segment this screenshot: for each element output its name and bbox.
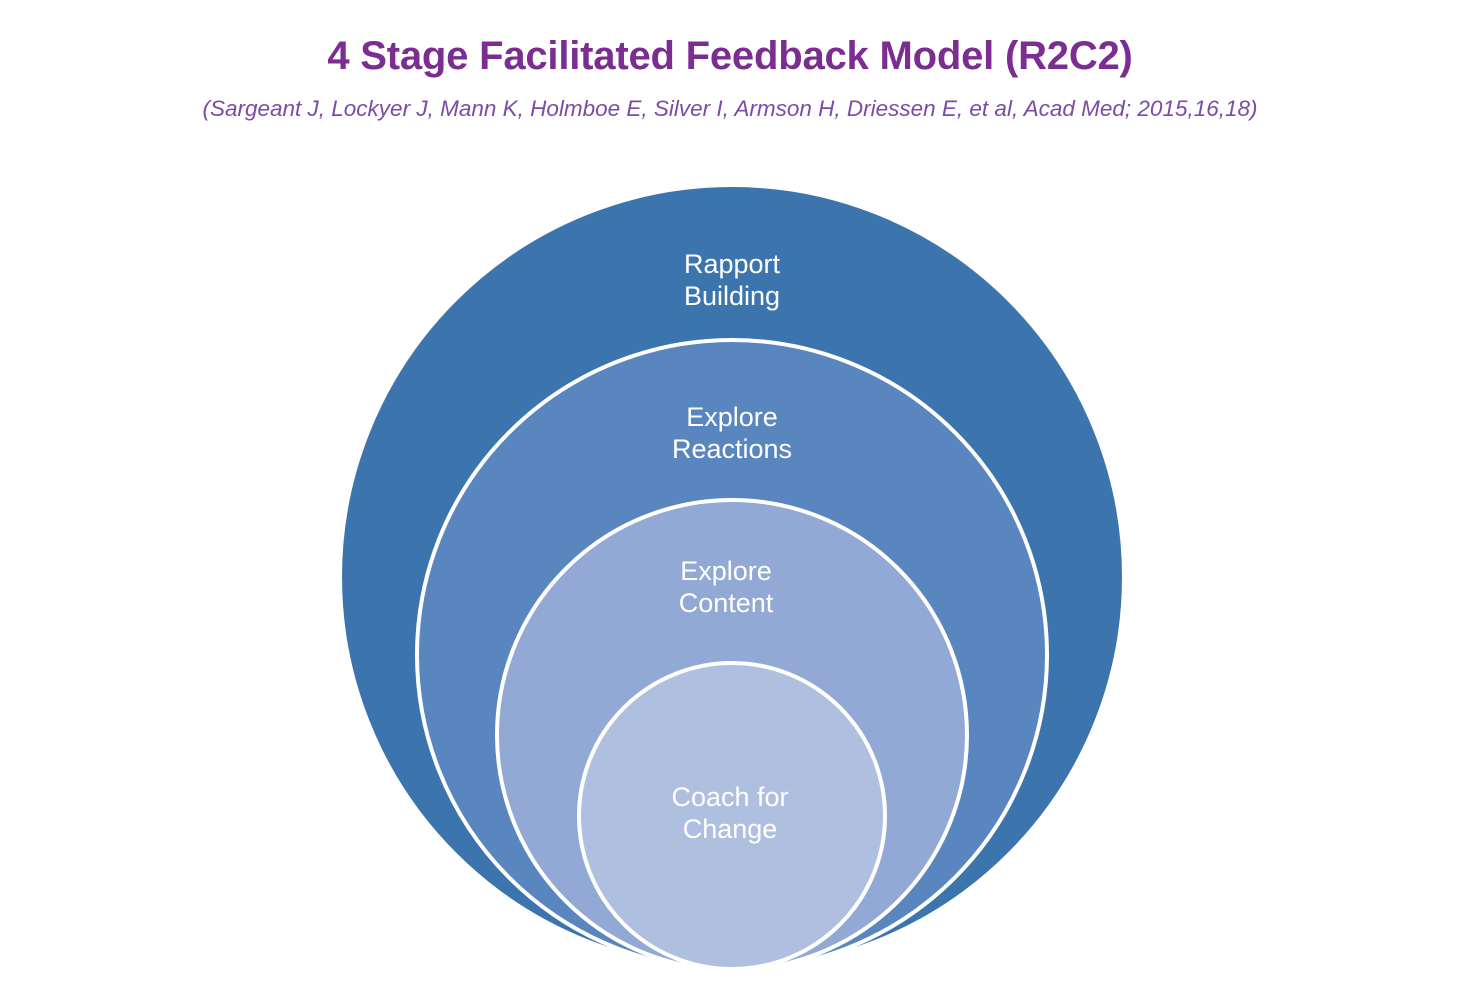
stage-label-explore-content-line2: Content — [679, 588, 774, 618]
stage-label-rapport-building-line2: Building — [684, 281, 780, 311]
stage-label-explore-reactions-line1: Explore — [686, 402, 778, 432]
stage-label-explore-reactions-line2: Reactions — [672, 434, 792, 464]
stage-label-explore-content-line1: Explore — [680, 556, 772, 586]
stage-label-coach-for-change-line1: Coach for — [671, 782, 788, 812]
stage-label-coach-for-change-line2: Change — [683, 814, 778, 844]
stage-circle-coach-for-change[interactable] — [577, 661, 887, 971]
page-title: 4 Stage Facilitated Feedback Model (R2C2… — [327, 34, 1133, 78]
header-block: 4 Stage Facilitated Feedback Model (R2C2… — [0, 0, 1460, 122]
citation-text: (Sargeant J, Lockyer J, Mann K, Holmboe … — [202, 95, 1258, 121]
stage-label-rapport-building-line1: Rapport — [684, 249, 781, 279]
